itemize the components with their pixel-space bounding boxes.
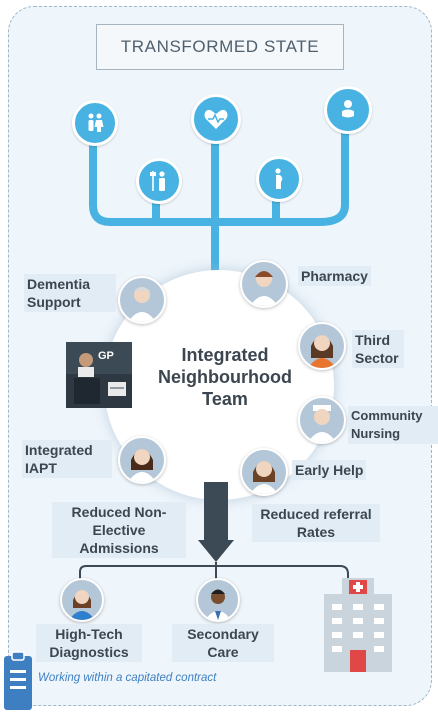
patient-iv-icon — [136, 158, 182, 204]
integrated-iapt-avatar — [118, 436, 166, 484]
hospital-icon — [318, 572, 398, 672]
label-secondary-care: Secondary Care — [172, 624, 274, 662]
label-reduced-non-elective: Reduced Non-Elective Admissions — [52, 502, 186, 558]
third-sector-avatar — [298, 322, 346, 370]
secondary-care-avatar — [196, 578, 240, 622]
label-reduced-referral: Reduced referral Rates — [252, 504, 380, 542]
high-tech-diagnostics-avatar — [60, 578, 104, 622]
community-nursing-avatar — [298, 396, 346, 444]
label-dementia-support: Dementia Support — [24, 274, 116, 312]
label-third-sector: Third Sector — [352, 330, 404, 368]
dementia-support-avatar — [118, 276, 166, 324]
early-help-avatar — [240, 448, 288, 496]
pregnant-woman-icon — [256, 156, 302, 202]
gp-label: GP — [98, 350, 114, 362]
baby-icon — [324, 86, 372, 134]
label-integrated-iapt: Integrated IAPT — [22, 440, 112, 478]
label-pharmacy: Pharmacy — [298, 266, 371, 286]
clipboard-icon — [0, 650, 34, 710]
diagram-title: TRANSFORMED STATE — [96, 24, 344, 70]
team-name: Integrated Neighbourhood Team — [150, 344, 300, 410]
label-community-nursing: Community Nursing — [348, 406, 438, 444]
gp-desk-icon — [64, 340, 134, 410]
label-high-tech-diagnostics: High-Tech Diagnostics — [36, 624, 142, 662]
label-early-help: Early Help — [292, 460, 367, 480]
family-icon — [72, 100, 118, 146]
pharmacy-avatar — [240, 260, 288, 308]
footer-note: Working within a capitated contract — [38, 672, 217, 684]
heart-icon — [191, 94, 241, 144]
